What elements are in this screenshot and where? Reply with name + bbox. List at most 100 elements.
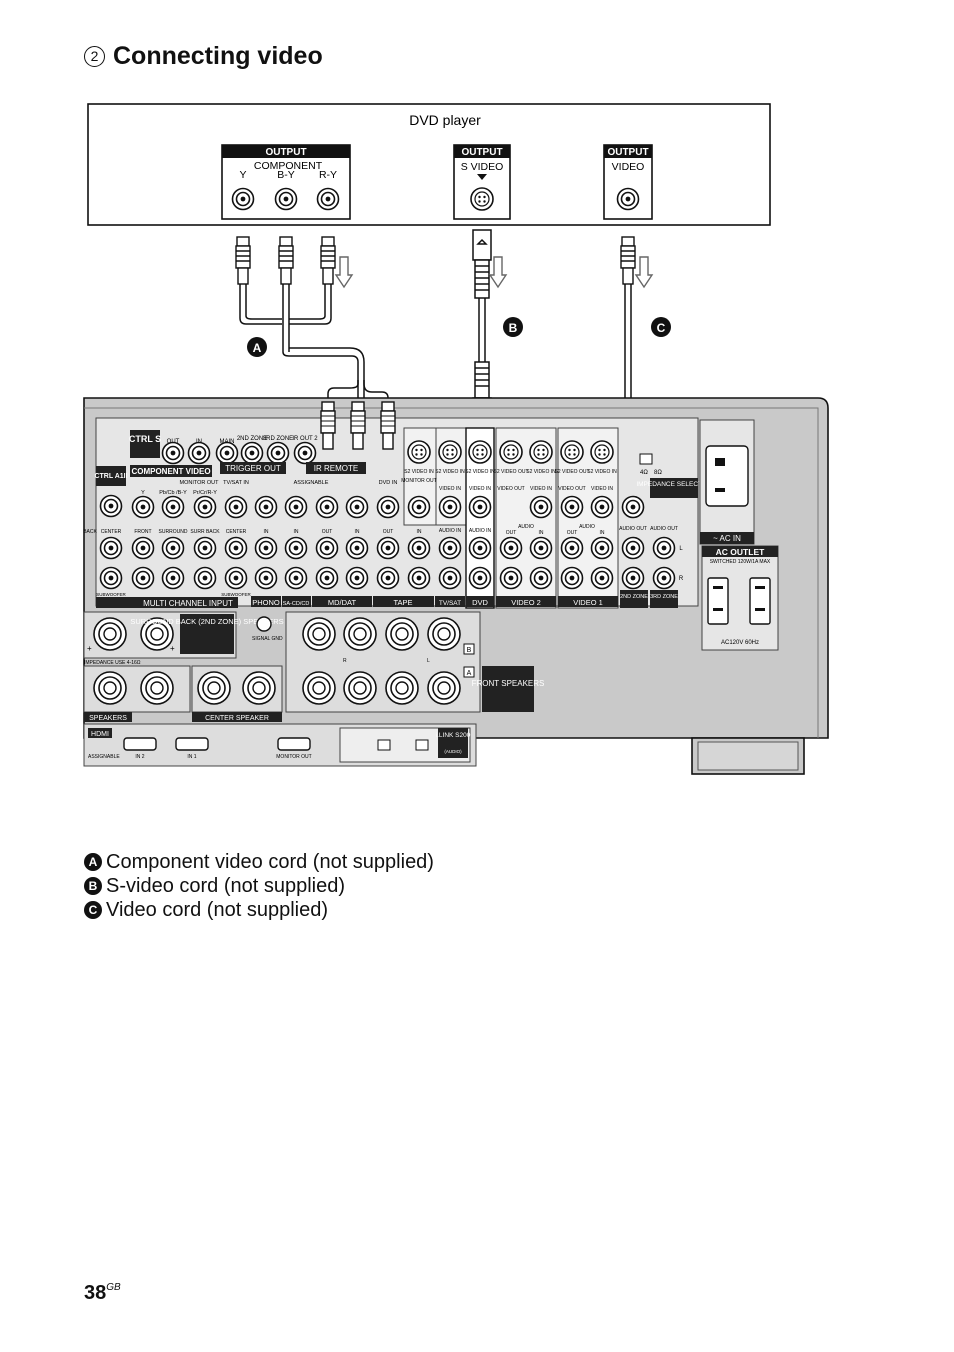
impedance-selector[interactable]: 4Ω 8Ω IMPEDANCE SELECTOR xyxy=(636,453,712,498)
svg-text:CENTER: CENTER xyxy=(226,529,247,535)
video-v1-out-jack[interactable] xyxy=(560,495,584,519)
jack-video-icon[interactable] xyxy=(616,187,640,211)
svg-text:L: L xyxy=(679,546,683,552)
ctrl-s-section: CTRL S OUT IN MAIN 2ND ZONE 3RD ZONE IR … xyxy=(129,430,318,465)
svg-text:FRONT: FRONT xyxy=(134,529,151,535)
svg-text:CENTER: CENTER xyxy=(101,529,122,535)
svg-text:AC OUTLET: AC OUTLET xyxy=(716,547,765,557)
svg-text:+: + xyxy=(87,644,92,653)
svg-text:2ND ZONE: 2ND ZONE xyxy=(237,436,267,442)
svideo-v2-in-jack[interactable] xyxy=(529,440,553,464)
svg-text:VIDEO IN: VIDEO IN xyxy=(469,486,491,492)
video-v1-in-jack[interactable] xyxy=(590,495,614,519)
arrow-a-icon xyxy=(335,256,353,288)
svideo-v1-out-jack[interactable] xyxy=(560,440,584,464)
video-dvd-in-jack[interactable] xyxy=(468,495,492,519)
outlet-right[interactable] xyxy=(749,577,771,625)
hdmi-monitor-out-port[interactable] xyxy=(277,737,311,751)
svg-text:IR OUT 2: IR OUT 2 xyxy=(292,436,318,442)
video-label: VIDEO xyxy=(612,161,645,173)
arrow-c-icon xyxy=(635,256,653,288)
trigger-main-jack[interactable] xyxy=(215,441,239,465)
page-number: 38GB xyxy=(84,1282,121,1304)
svg-text:2ND ZONE: 2ND ZONE xyxy=(620,594,648,600)
svg-text:C: C xyxy=(657,321,666,335)
plug-ry-icon xyxy=(320,236,336,285)
legend-item-c: C Video cord (not supplied) xyxy=(84,898,434,922)
svg-text:SPEAKERS: SPEAKERS xyxy=(89,715,127,722)
dvd-video-output: OUTPUT VIDEO xyxy=(603,144,653,220)
comp-dvd-pb-jack[interactable] xyxy=(345,495,369,519)
svg-text:CTRL S: CTRL S xyxy=(129,434,161,444)
video-out-zone-jack[interactable] xyxy=(621,495,645,519)
plug-y-icon xyxy=(235,236,251,285)
svg-text:BACK: BACK xyxy=(83,529,97,535)
hdmi-in1-port[interactable] xyxy=(175,737,209,751)
svg-text:SWITCHED 120W/1A MAX: SWITCHED 120W/1A MAX xyxy=(710,559,771,565)
svg-text:OUT: OUT xyxy=(506,530,517,536)
svg-text:Y: Y xyxy=(141,490,145,496)
trigger-zone2-jack[interactable] xyxy=(240,441,264,465)
svideo-dvd-in-jack[interactable] xyxy=(468,440,492,464)
plug-by-icon xyxy=(278,236,294,285)
comp-tvsat-pb-jack[interactable] xyxy=(254,495,278,519)
svg-text:AUDIO IN: AUDIO IN xyxy=(469,528,492,534)
jack-y-icon[interactable] xyxy=(231,187,255,211)
ctrl-a1-jack[interactable] xyxy=(99,494,123,518)
hdmi-in2-port[interactable] xyxy=(123,737,157,751)
svg-text:OUT: OUT xyxy=(322,529,333,535)
video-monitor-out-jack[interactable] xyxy=(407,495,431,519)
svideo-v2-out-jack[interactable] xyxy=(499,440,523,464)
legend-text: Video cord (not supplied) xyxy=(106,899,328,921)
svg-text:AUDIO OUT: AUDIO OUT xyxy=(650,526,678,532)
svg-text:MONITOR OUT: MONITOR OUT xyxy=(179,480,219,486)
video-v2-in-jack[interactable] xyxy=(529,495,553,519)
legend: A Component video cord (not supplied) B … xyxy=(84,850,434,922)
svg-text:S2 VIDEO IN: S2 VIDEO IN xyxy=(465,469,495,475)
svg-text:TAPE: TAPE xyxy=(393,598,412,607)
jack-ry-icon[interactable] xyxy=(316,187,340,211)
component-label: COMPONENT xyxy=(254,160,323,172)
svg-text:IN: IN xyxy=(539,530,544,536)
svg-text:SURR BACK: SURR BACK xyxy=(190,529,220,535)
svg-text:(AUDIO): (AUDIO) xyxy=(444,749,462,754)
svg-text:3RD ZONE: 3RD ZONE xyxy=(263,436,293,442)
comp-dvd-y-jack[interactable] xyxy=(315,495,339,519)
component-video-label: COMPONENT VIDEO xyxy=(131,467,210,476)
svideo-monitor-out-jack[interactable] xyxy=(407,440,431,464)
comp-monitor-pr-jack[interactable] xyxy=(193,495,217,519)
comp-tvsat-pr-jack[interactable] xyxy=(284,495,308,519)
input-labels: MULTI CHANNEL INPUT PHONO SA-CD/CD MD/DA… xyxy=(96,590,678,608)
ilink-port-2[interactable] xyxy=(415,739,429,751)
ir-remote-label: IR REMOTE xyxy=(314,464,358,473)
ctrl-s-out-jack[interactable] xyxy=(161,441,185,465)
ctrl-s-in-jack[interactable] xyxy=(187,441,211,465)
svg-text:AUDIO OUT: AUDIO OUT xyxy=(619,526,647,532)
svg-text:SURROUND: SURROUND xyxy=(159,529,188,535)
comp-dvd-pr-jack[interactable] xyxy=(376,495,400,519)
svg-text:S2 VIDEO IN: S2 VIDEO IN xyxy=(587,469,617,475)
svideo-v1-in-jack[interactable] xyxy=(590,440,614,464)
outlet-left[interactable] xyxy=(707,577,729,625)
arrow-b-icon xyxy=(489,256,507,288)
svg-text:SUBWOOFER: SUBWOOFER xyxy=(221,592,251,597)
svideo-tvsat-in-jack[interactable] xyxy=(438,440,462,464)
jack-svideo-icon[interactable] xyxy=(470,187,494,211)
trigger-zone3-jack[interactable] xyxy=(266,441,290,465)
comp-monitor-pb-jack[interactable] xyxy=(161,495,185,519)
ry-label: R-Y xyxy=(319,169,337,181)
svg-text:OUT: OUT xyxy=(383,529,394,535)
svg-text:S2 VIDEO OUT: S2 VIDEO OUT xyxy=(554,469,589,475)
svg-text:OUTPUT: OUTPUT xyxy=(607,147,648,158)
svg-text:FRONT SPEAKERS: FRONT SPEAKERS xyxy=(472,679,545,688)
ilink-port-1[interactable] xyxy=(377,739,391,751)
comp-tvsat-y-jack[interactable] xyxy=(224,495,248,519)
svg-text:TV/SAT IN: TV/SAT IN xyxy=(223,480,249,486)
ir-out2-jack[interactable] xyxy=(293,441,317,465)
video-tvsat-in-jack[interactable] xyxy=(438,495,462,519)
ac-section: ~ AC IN AC OUTLET SWITCHED 120W/1A MAX A… xyxy=(699,419,779,651)
jack-by-icon[interactable] xyxy=(274,187,298,211)
comp-monitor-y-jack[interactable] xyxy=(131,495,155,519)
signal-gnd-icon[interactable] xyxy=(256,616,272,632)
svg-text:DVD: DVD xyxy=(472,598,488,607)
